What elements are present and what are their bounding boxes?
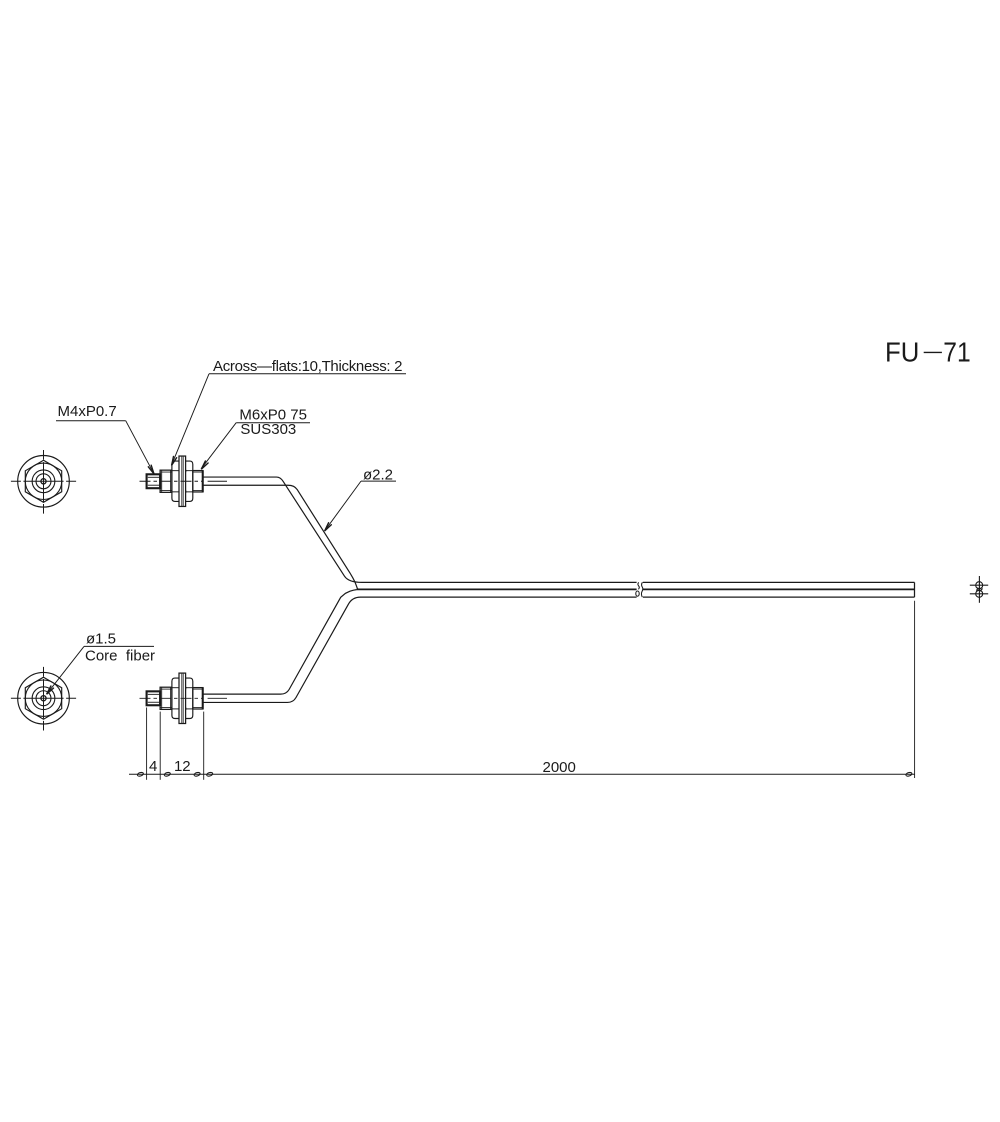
svg-text:M6xP0 75: M6xP0 75 xyxy=(239,406,307,423)
svg-text:M4xP0.7: M4xP0.7 xyxy=(58,403,117,420)
svg-text:12: 12 xyxy=(174,758,191,775)
svg-text:SUS303: SUS303 xyxy=(240,421,296,438)
svg-text:ø1.5: ø1.5 xyxy=(86,631,116,648)
svg-text:ø2.2: ø2.2 xyxy=(363,466,393,483)
svg-text:Across—flats:10,Thickness: 2: Across—flats:10,Thickness: 2 xyxy=(213,358,402,375)
svg-text:Core fiber: Core fiber xyxy=(85,647,155,664)
svg-text:71: 71 xyxy=(943,336,970,368)
svg-text:2000: 2000 xyxy=(543,759,576,776)
svg-text:FU: FU xyxy=(885,336,919,367)
svg-text:4: 4 xyxy=(149,758,157,775)
